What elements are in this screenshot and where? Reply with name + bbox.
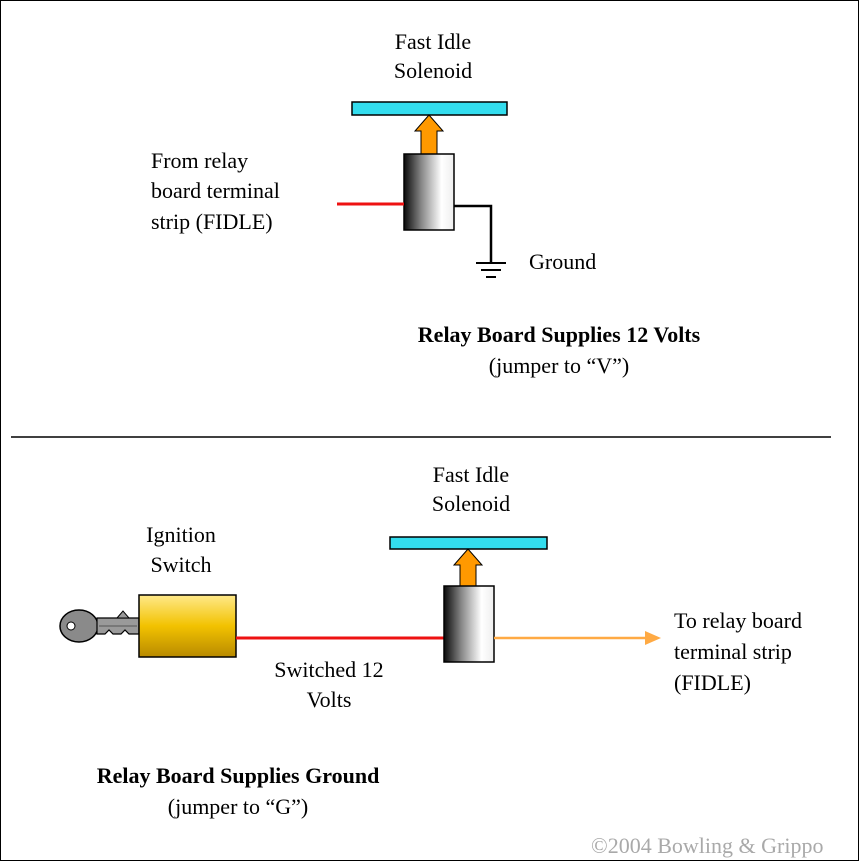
top-solenoid-label-line2: Solenoid [393, 58, 473, 83]
switched-label-line2: Volts [306, 687, 352, 712]
top-solenoid-arrow [413, 114, 445, 155]
bottom-section-subtitle: (jumper to “G”) [167, 794, 309, 819]
bottom-solenoid-arrow [452, 548, 484, 587]
ignition-switch-body [138, 594, 237, 658]
copyright-text: ©2004 Bowling & Grippo [591, 833, 824, 858]
bottom-section-title: Relay Board Supplies Ground [96, 763, 380, 788]
from-relay-label-line2: board terminal [151, 178, 280, 203]
ground-label: Ground [529, 249, 597, 274]
top-solenoid-label-line1: Fast Idle [394, 29, 472, 54]
switched-label-line1: Switched 12 [274, 657, 384, 682]
bottom-solenoid-body [443, 585, 495, 663]
top-solenoid-plate [351, 101, 508, 116]
ignition-key-icon [59, 609, 140, 643]
bottom-solenoid-plate [389, 536, 548, 550]
from-relay-label-line1: From relay [151, 148, 249, 173]
top-ground-wire [454, 204, 493, 263]
bottom-solenoid-label-line2: Solenoid [431, 491, 511, 516]
ignition-label-line1: Ignition [146, 522, 216, 547]
top-solenoid-body [403, 153, 455, 231]
top-section-subtitle: (jumper to “V”) [488, 353, 630, 378]
top-section-title: Relay Board Supplies 12 Volts [417, 322, 701, 347]
ground-symbol [476, 262, 506, 278]
to-relay-label-line3: (FIDLE) [674, 670, 751, 695]
bottom-solenoid-label-line1: Fast Idle [432, 462, 510, 487]
from-relay-label-line3: strip (FIDLE) [151, 209, 273, 234]
orange-arrowhead [645, 631, 661, 645]
ignition-label-line2: Switch [150, 552, 212, 577]
to-relay-label-line2: terminal strip [674, 639, 792, 664]
to-relay-label-line1: To relay board [674, 608, 802, 633]
